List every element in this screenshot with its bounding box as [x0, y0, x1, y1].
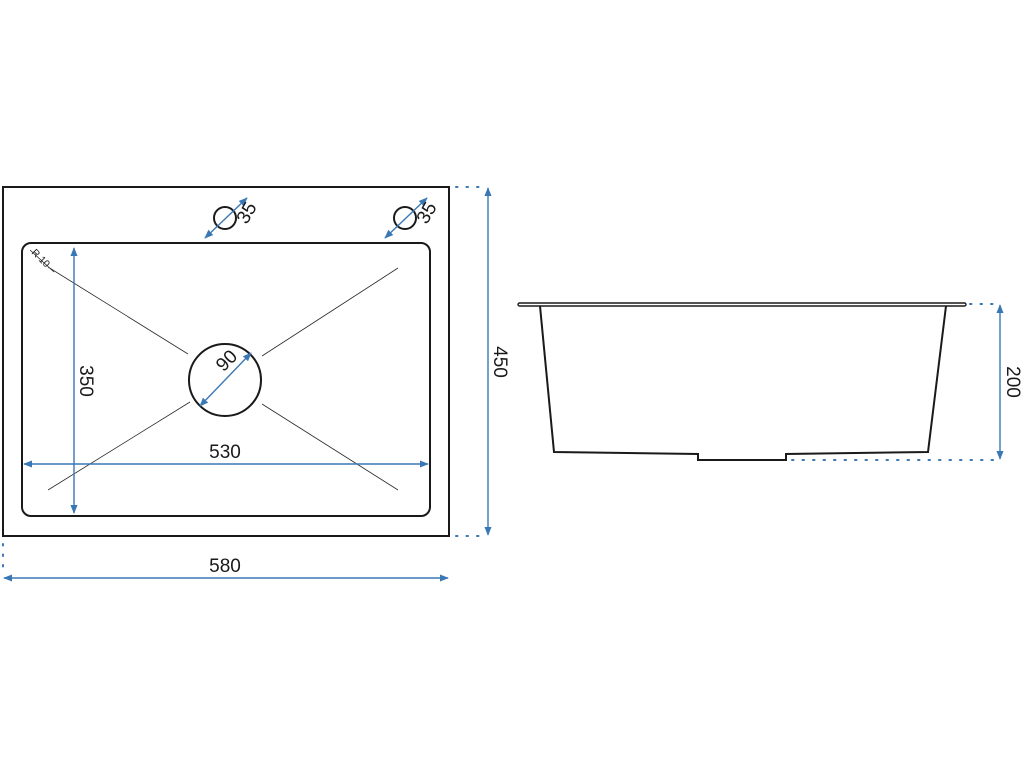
drain-diameter-label: 90 [212, 346, 242, 376]
tap-hole-right-dimension-line [384, 197, 428, 239]
slope-line-top-left [47, 266, 189, 355]
overall-width-label: 580 [209, 556, 241, 577]
bowl-width-label: 530 [209, 442, 241, 463]
drain-diameter-dimension-line [199, 352, 252, 407]
tap-hole-right-diameter-label: 35 [413, 199, 442, 228]
corner-radius-leader [29, 249, 55, 273]
tap-hole-left-diameter-label: 35 [233, 199, 262, 228]
slope-line-bottom-right [261, 403, 399, 491]
bowl-profile [539, 305, 947, 461]
sink-outer-outline [2, 186, 450, 537]
overall-depth-label: 450 [489, 346, 510, 378]
slope-line-top-right [261, 267, 399, 357]
bowl-height-label: 200 [1002, 366, 1023, 398]
bowl-outline [21, 242, 431, 517]
sink-rim [517, 302, 967, 307]
side-view: 200 [517, 302, 1023, 461]
top-view: 90 35 35 R 10 350 530 580 450 [2, 186, 510, 582]
tap-hole-left-dimension-line [204, 197, 248, 239]
bowl-depth-label: 350 [75, 365, 96, 397]
drain-hole [188, 343, 262, 417]
slope-line-bottom-left [47, 401, 191, 491]
